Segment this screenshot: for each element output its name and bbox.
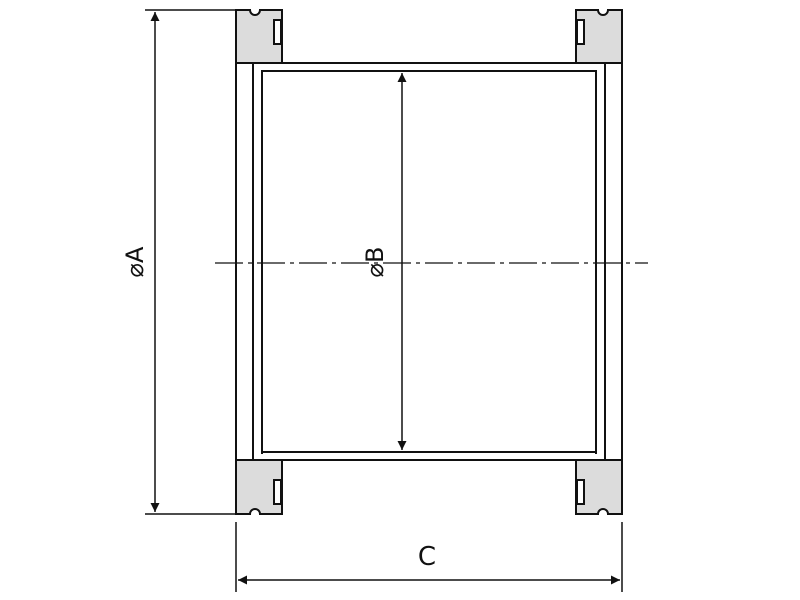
flange-bottom-right [575,459,623,515]
dim-c-label: C [418,542,436,572]
tube-body [235,62,623,461]
dim-b-label: ⌀B [361,247,389,278]
flange-top-left [235,9,283,64]
dimension-a [145,9,236,515]
flange-bottom-left [235,459,283,515]
flange-top-right [575,9,623,64]
dim-a-label: ⌀A [121,246,149,277]
dimension-c [235,522,623,592]
